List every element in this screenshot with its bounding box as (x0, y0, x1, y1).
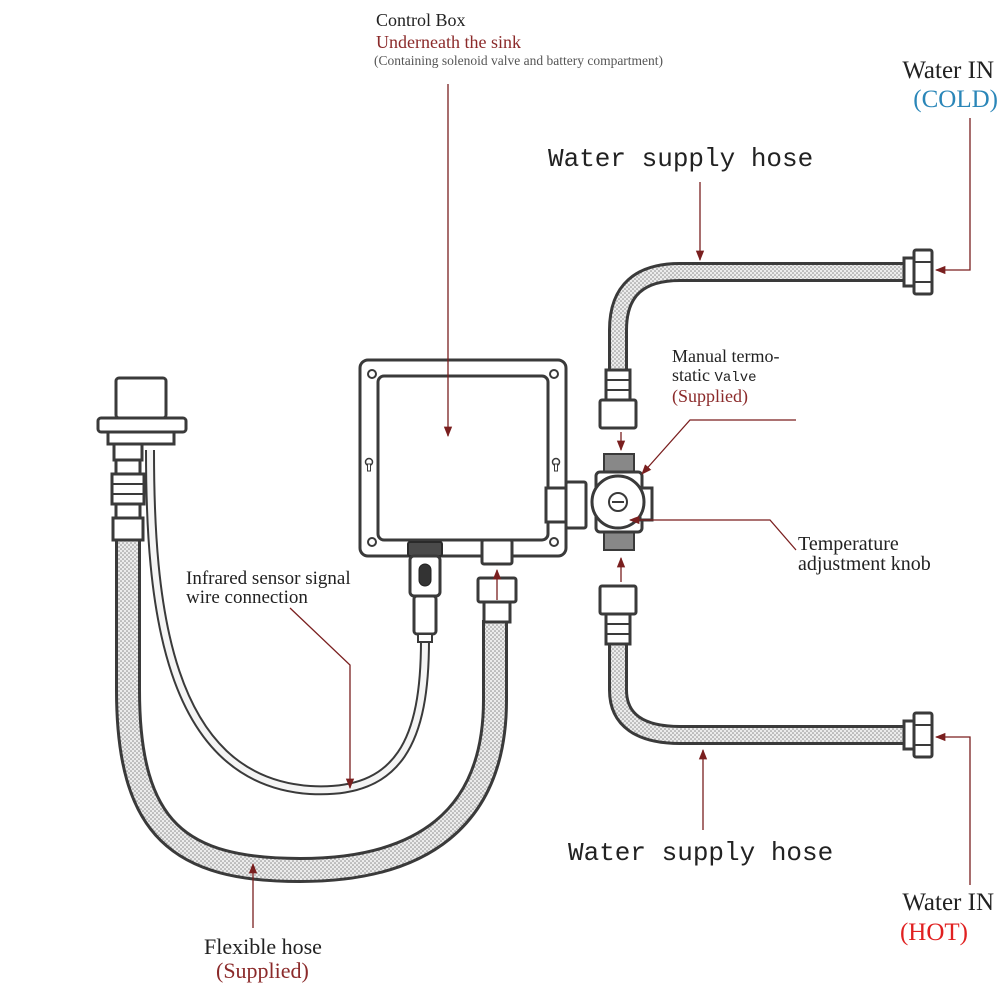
valve-label-line1: Manual termo- (672, 346, 779, 366)
nut-icon (902, 248, 934, 296)
water-in-cold-label: Water IN (COLD) (902, 57, 998, 113)
flex-hose-supplied-tag: (Supplied) (216, 958, 309, 983)
control-box-title: Control Box (376, 10, 466, 30)
flexible-hose (115, 540, 508, 884)
water-supply-hose-bottom (598, 584, 934, 759)
cold-tag: (COLD) (913, 86, 998, 113)
flex-hose-label-line1: Flexible hose (204, 934, 322, 959)
knob-label-line1: Temperature (798, 533, 899, 555)
faucet-sensor-mount (96, 376, 188, 542)
water-in-hot-label: Water IN (HOT) (900, 889, 994, 946)
leader-arrow-icon (248, 84, 971, 928)
valve-label: Manual termo- static Valve (Supplied) (672, 346, 779, 407)
sensor-signal-wire (145, 449, 430, 796)
control-box-note: (Containing solenoid valve and battery c… (374, 53, 663, 68)
knob-label: Temperature adjustment knob (798, 533, 931, 575)
sensor-connector (407, 541, 443, 643)
temperature-knob (590, 474, 646, 530)
sensor-label-line1: Infrared sensor signal (186, 568, 351, 589)
nut-icon (902, 711, 934, 759)
keyhole-icon (364, 457, 561, 472)
supply-hose-bottom-label: Water supply hose (568, 838, 833, 868)
water-in-cold-title: Water IN (902, 57, 994, 84)
sensor-label-line2: wire connection (186, 587, 308, 608)
valve-supplied-tag: (Supplied) (672, 386, 748, 407)
flex-hose-label: Flexible hose (Supplied) (204, 934, 322, 983)
water-in-hot-title: Water IN (902, 889, 994, 916)
control-box-label: Control Box Underneath the sink (Contain… (374, 10, 663, 68)
sensor-label: Infrared sensor signal wire connection (186, 568, 351, 608)
knob-label-line2: adjustment knob (798, 553, 931, 575)
hot-tag: (HOT) (900, 919, 968, 946)
screw-icon (367, 369, 559, 547)
water-supply-hose-top (598, 248, 934, 430)
control-box (358, 358, 588, 643)
control-box-location: Underneath the sink (376, 32, 521, 52)
valve-label-line2: static Valve (672, 365, 757, 386)
supply-hose-top-label: Water supply hose (548, 144, 813, 174)
thermostatic-valve (590, 453, 654, 551)
